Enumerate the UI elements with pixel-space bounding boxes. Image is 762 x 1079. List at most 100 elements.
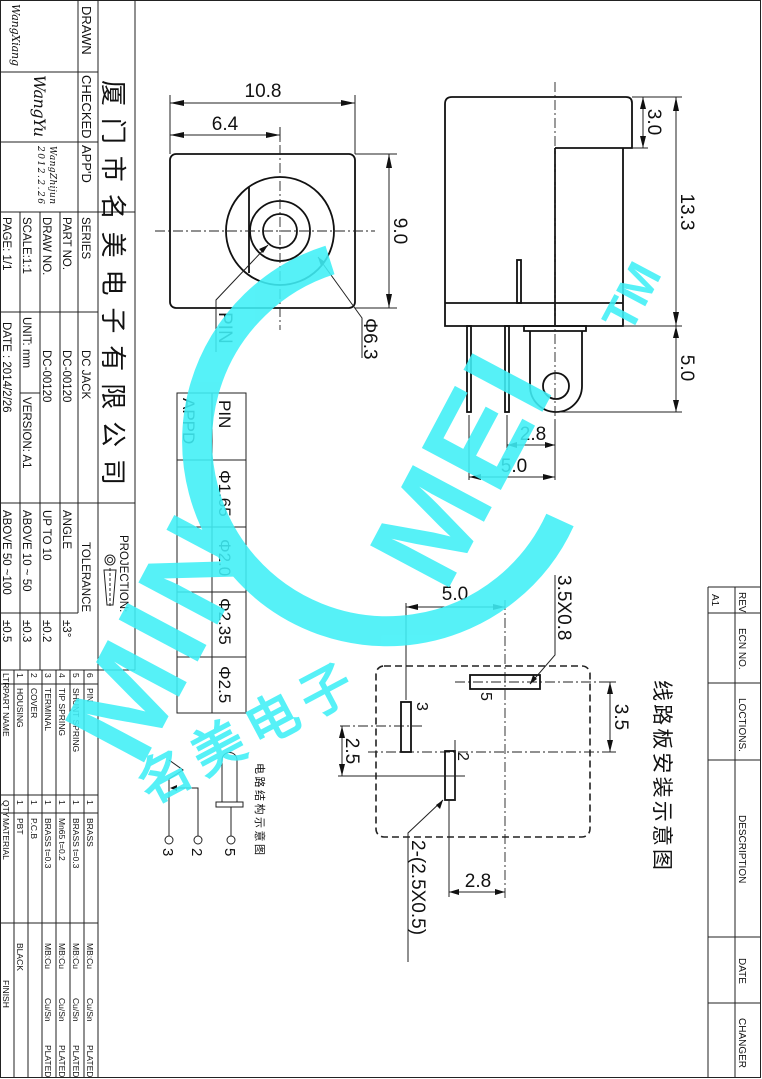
dim-left: 2.5 [341, 738, 362, 764]
tolerance-value: ±3° [60, 620, 72, 637]
dim-body: 13.3 [676, 194, 697, 231]
dim-pin-offset: 2.8 [520, 424, 546, 445]
bom-cell-part-name: SHUNT SPRING [71, 688, 81, 752]
bom-header-part-name: PART NAME [1, 688, 11, 737]
scale: SCALE:1:1 [20, 217, 32, 274]
slot-pin-label: 2 [454, 752, 471, 761]
front-view: 10.8 6.4 9.0 PIN Φ6.3 [155, 81, 410, 360]
bom-cell-material: PBT [15, 818, 25, 835]
bom-cell-finish: PLATED [71, 1045, 81, 1077]
schematic-title: 电路结构示意图 [253, 763, 267, 855]
unit: UNIT: mm [20, 317, 32, 368]
ecn-header: ECN NO. [736, 628, 747, 670]
description-header: DESCRIPTION [736, 815, 747, 883]
tolerance-value: ±0.2 [40, 620, 52, 642]
circuit-schematic: 3 2 5 电路结构示意图 [159, 752, 267, 856]
drawn-signature: WangXiang [9, 4, 22, 66]
bom-cell-ltr: 4 [57, 673, 67, 678]
tolerance-label: TOLERANCE [79, 542, 91, 612]
bom-cell-ltr: 2 [29, 673, 39, 678]
locations-header: LOCTIONS. [736, 698, 747, 752]
pin-size: Φ2.5 [215, 666, 234, 703]
bom-cell-part-name: HOUSING [15, 688, 25, 728]
projection-symbol-icon [103, 554, 117, 607]
pcb-layout-title: 线路板安装示意图 [650, 680, 673, 870]
company-name: 厦门市名美电子有限公司 [98, 80, 128, 485]
bom-cell-qty: 1 [15, 800, 25, 805]
tolerance-value: ±0.5 [0, 620, 12, 642]
bom-cell-finish: MB:Cu [43, 943, 53, 969]
bom-cell-finish: MB:Cu [71, 943, 81, 969]
dim-bottom: 2.8 [465, 871, 491, 892]
bom-cell-material: BRASS t=0.3 [43, 818, 53, 869]
draw-no-value: DC-00120 [40, 350, 52, 402]
bom-cell-ltr: 5 [71, 673, 81, 678]
dim-lug: 5.0 [676, 355, 697, 381]
side-view: 3.0 13.3 5.0 2.8 5.0 [444, 82, 697, 480]
part-no-label: PART NO. [60, 217, 72, 270]
bom-header-ltr: LTR [1, 673, 11, 688]
bom-cell-finish: Cu/Sn [71, 998, 81, 1022]
dim-pin-span: 5.0 [501, 456, 527, 477]
tolerance-range: ABOVE 10 ~ 50 [20, 510, 32, 592]
bom-cell-finish: Cu/Sn [57, 998, 67, 1022]
watermark-c-arc [182, 245, 574, 647]
bom-cell-ltr: 3 [43, 673, 53, 678]
watermark-tm: TM [593, 254, 672, 340]
bom-cell-finish: Cu/Sn [43, 998, 53, 1022]
tolerance-range: UP TO 10 [40, 510, 52, 561]
approved-label: APP'D [79, 145, 94, 183]
bom-cell-material: P.C.B [29, 818, 39, 839]
pin-header: PIN [215, 400, 234, 428]
bom-cell-qty: 1 [71, 800, 81, 805]
tolerance-value: ±0.3 [20, 620, 32, 642]
bom-cell-ltr: 1 [15, 673, 25, 678]
bom-cell-qty: 1 [57, 800, 67, 805]
pin-size: Φ2.35 [215, 598, 234, 645]
drawn-label: DRAWN [79, 6, 94, 55]
slot-large-label: 3.5X0.8 [553, 575, 574, 641]
bom-cell-material: BRASS [85, 818, 95, 847]
schematic-pin-label: 5 [221, 848, 238, 856]
bom-cell-finish: BLACK [15, 943, 25, 971]
changer-header: CHANGER [736, 1018, 747, 1068]
bom-cell-finish: Cu/Sn [85, 998, 95, 1022]
tolerance-range: ABOVE 50 ~100 [0, 510, 12, 595]
bom-cell-material: BRASS t=0.3 [71, 818, 81, 869]
bom-cell-finish: MB:Cu [85, 943, 95, 969]
diameter-label: Φ6.3 [359, 318, 380, 360]
dim-right: 3.5 [610, 704, 631, 730]
bom-cell-part-name: TERMINAL [43, 688, 53, 731]
bom-cell-finish: MB:Cu [57, 943, 67, 969]
dim-top: 3.0 [643, 109, 664, 135]
page-number: PAGE: 1/1 [0, 217, 12, 270]
checked-signature: WangYu [30, 75, 49, 137]
bom-cell-ltr: 6 [85, 673, 95, 678]
projection-label: PROJECTION: [117, 535, 129, 612]
slot-pin-label: 5 [477, 692, 494, 701]
bom-cell-qty: 1 [29, 800, 39, 805]
part-no-value: DC-00120 [60, 350, 72, 402]
bom-cell-part-name: TIP SPRING [57, 688, 67, 736]
approved-signature: WangZhijun [47, 146, 57, 204]
rev-value: A1 [709, 594, 720, 607]
schematic-pin-label: 2 [188, 848, 205, 856]
bom-cell-part-name: PIN [85, 688, 95, 702]
bom-header-material: MATERIAL [1, 818, 11, 860]
bom-cell-qty: 1 [43, 800, 53, 805]
draw-no-label: DRAW NO. [40, 217, 52, 275]
date: DATE : 2014/2/26 [0, 322, 12, 413]
bom-cell-finish: PLATED [85, 1045, 95, 1077]
bom-cell-material: Mn65 t=0.2 [57, 818, 67, 861]
dim-height: 9.0 [389, 218, 410, 244]
revision-table: REV. ECN NO. LOCTIONS. DESCRIPTION DATE … [707, 586, 761, 1078]
tolerance-range: ANGLE [60, 510, 72, 549]
rev-header: REV. [736, 592, 747, 614]
date-header: DATE [736, 958, 747, 984]
dim-center: 6.4 [212, 114, 239, 135]
bom-header-finish: FINISH [1, 980, 11, 1008]
version: VERSION: A1 [20, 397, 32, 469]
